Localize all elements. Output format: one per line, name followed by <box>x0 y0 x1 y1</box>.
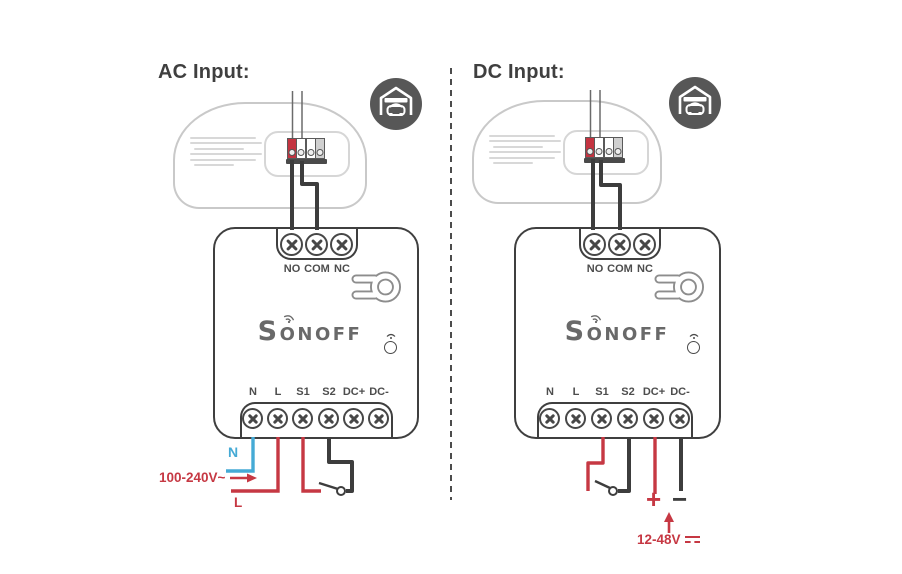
ac-voltage-label: 100-240V~ <box>159 470 226 485</box>
opener-terminal-slot <box>315 138 325 159</box>
vent-line <box>493 146 543 148</box>
ac-switch-contact <box>336 486 346 496</box>
dc-section-title: DC Input: <box>473 61 565 83</box>
brand-logo: SONOFF <box>564 316 670 347</box>
wifi-icon <box>689 333 699 339</box>
terminal-label-dcp: DC+ <box>342 386 366 398</box>
screw-terminal-n <box>539 408 560 429</box>
screw-terminal-nc <box>330 233 353 256</box>
logo-wifi-icon <box>590 315 602 323</box>
dc-symbol-icon <box>684 534 700 545</box>
vent-line <box>489 140 561 142</box>
screw-terminal-dcm <box>669 408 690 429</box>
opener-terminal-slot <box>613 137 623 158</box>
terminal-label-s2: S2 <box>322 386 336 398</box>
garage-icon <box>669 77 721 129</box>
dc-voltage-label: 12-48V <box>637 532 700 547</box>
vent-line <box>194 164 234 166</box>
terminal-label-n: N <box>546 386 554 398</box>
screw-terminal-dcm <box>368 408 389 429</box>
screw-terminal-s1 <box>292 408 313 429</box>
screw-terminal-nc <box>633 233 656 256</box>
garage-icon <box>370 78 422 130</box>
screw-terminal-n <box>242 408 263 429</box>
vent-line <box>190 137 256 139</box>
ac-switch-lever <box>318 481 339 491</box>
terminal-label-nc: NC <box>334 263 350 275</box>
vent-line <box>489 157 555 159</box>
vent-line <box>489 135 555 137</box>
screw-terminal-s2 <box>617 408 638 429</box>
minus-label: − <box>672 484 688 514</box>
opener-terminal-slot <box>296 138 306 159</box>
dc-switch-lever <box>594 479 611 490</box>
screw-terminal-s2 <box>318 408 339 429</box>
screw-terminal-com <box>305 233 328 256</box>
vent-line <box>190 159 256 161</box>
ac-s2-wire <box>327 437 354 493</box>
vent-line <box>489 151 561 153</box>
terminal-label-no: NO <box>283 263 301 275</box>
ac-voltage-arrowhead <box>247 473 257 483</box>
live-label: L <box>234 495 243 510</box>
ac-s1-wire <box>301 437 321 493</box>
terminal-label-s1: S1 <box>595 386 609 398</box>
terminal-label-dcm: DC- <box>670 386 690 398</box>
vent-line <box>190 153 262 155</box>
dc-s1-wire <box>586 437 605 491</box>
ac-section-title: AC Input: <box>158 61 250 83</box>
dc-switch-contact <box>608 486 618 496</box>
screw-terminal-l <box>565 408 586 429</box>
terminal-label-com: COM <box>607 263 633 275</box>
screw-terminal-no <box>583 233 606 256</box>
screw-terminal-dcp <box>343 408 364 429</box>
screw-terminal-no <box>280 233 303 256</box>
terminal-label-s2: S2 <box>621 386 635 398</box>
mounting-hole-icon <box>351 271 401 303</box>
wifi-icon <box>386 333 396 339</box>
vent-line <box>194 148 244 150</box>
pairing-button[interactable] <box>687 341 700 354</box>
terminal-label-s1: S1 <box>296 386 310 398</box>
terminal-label-l: L <box>274 386 282 398</box>
mounting-hole-icon <box>654 271 704 303</box>
terminal-label-no: NO <box>586 263 604 275</box>
screw-terminal-com <box>608 233 631 256</box>
plus-label: + <box>646 484 662 514</box>
terminal-label-l: L <box>572 386 580 398</box>
terminal-label-com: COM <box>304 263 330 275</box>
terminal-label-nc: NC <box>637 263 653 275</box>
neutral-label: N <box>228 444 239 460</box>
logo-wifi-icon <box>283 315 295 323</box>
brand-logo: SONOFF <box>257 316 363 347</box>
screw-terminal-s1 <box>591 408 612 429</box>
pairing-button[interactable] <box>384 341 397 354</box>
screw-terminal-l <box>267 408 288 429</box>
terminal-label-dcp: DC+ <box>642 386 666 398</box>
vent-line <box>493 162 533 164</box>
opener-terminal-base <box>286 159 327 164</box>
vent-line <box>190 142 262 144</box>
io-terminal-block <box>537 402 693 437</box>
screw-terminal-dcp <box>643 408 664 429</box>
terminal-label-dcm: DC- <box>369 386 389 398</box>
terminal-label-n: N <box>249 386 257 398</box>
dc-voltage-text: 12-48V <box>637 532 681 547</box>
dc-s2-wire <box>618 437 631 493</box>
opener-terminal-slot <box>594 137 604 158</box>
opener-terminal-base <box>584 158 625 163</box>
